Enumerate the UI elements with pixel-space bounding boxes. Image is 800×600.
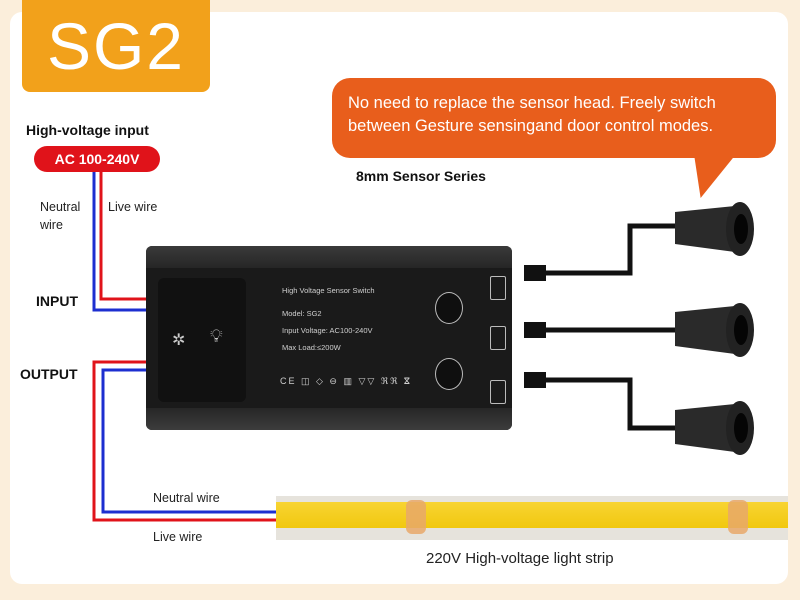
led-strip <box>276 496 788 540</box>
strip-caption: 220V High-voltage light strip <box>426 550 614 567</box>
controller-top-rail <box>146 246 512 268</box>
input-heading: High-voltage input <box>26 122 149 138</box>
output-neutral-wire <box>101 368 280 514</box>
controller-cover-panel: ✲ 💡︎ <box>158 278 246 402</box>
voltage-pill: AC 100-240V <box>34 146 160 172</box>
sensor-head-2 <box>675 306 735 354</box>
sensor-2 <box>524 303 754 357</box>
certification-marks: CE ◫ ◇ ⊖ ▥ ▽▽ ℜℜ ⴵ <box>280 376 412 386</box>
output-live-label: Live wire <box>153 530 203 544</box>
led-strip-segment <box>728 500 748 534</box>
output-live-wire <box>92 360 280 522</box>
adjust-dial[interactable] <box>435 358 463 390</box>
controller-box: ✲ 💡︎ High Voltage Sensor Switch Model: S… <box>146 246 512 430</box>
sensor-3 <box>524 372 754 455</box>
sensor-port-1 <box>490 276 506 300</box>
sensor-1 <box>524 202 754 281</box>
input-neutral-label-2: wire <box>40 218 63 232</box>
controller-model: Model: SG2 <box>282 309 322 318</box>
led-strip-core <box>276 502 788 528</box>
output-section-label: OUTPUT <box>20 366 78 382</box>
led-strip-segment <box>406 500 426 534</box>
controller-title: High Voltage Sensor Switch <box>282 286 375 295</box>
controller-bottom-rail <box>146 408 512 430</box>
screw-icon: ✲ <box>172 332 186 349</box>
output-neutral-label: Neutral wire <box>153 491 220 505</box>
input-live-label: Live wire <box>108 200 158 214</box>
feature-callout: No need to replace the sensor head. Free… <box>332 78 776 158</box>
product-badge: SG2 <box>22 0 210 92</box>
input-neutral-label-1: Neutral <box>40 200 81 214</box>
callout-line-1: No need to replace the sensor head. Free… <box>348 94 716 112</box>
input-neutral-wire <box>92 172 150 312</box>
sensor-head-3 <box>675 404 735 452</box>
controller-max-load: Max Load:≤200W <box>282 343 341 352</box>
sensor-series-label: 8mm Sensor Series <box>356 168 486 184</box>
input-live-wire <box>99 172 150 301</box>
sensor-port-2 <box>490 326 506 350</box>
callout-line-2: between Gesture sensingand door control … <box>348 117 714 135</box>
lightbulb-icon: 💡︎ <box>210 326 223 346</box>
sensor-head-1 <box>675 206 735 252</box>
sensor-port-3 <box>490 380 506 404</box>
input-section-label: INPUT <box>36 293 78 309</box>
controller-input-voltage: Input Voltage: AC100-240V <box>282 326 373 335</box>
mode-dial[interactable] <box>435 292 463 324</box>
